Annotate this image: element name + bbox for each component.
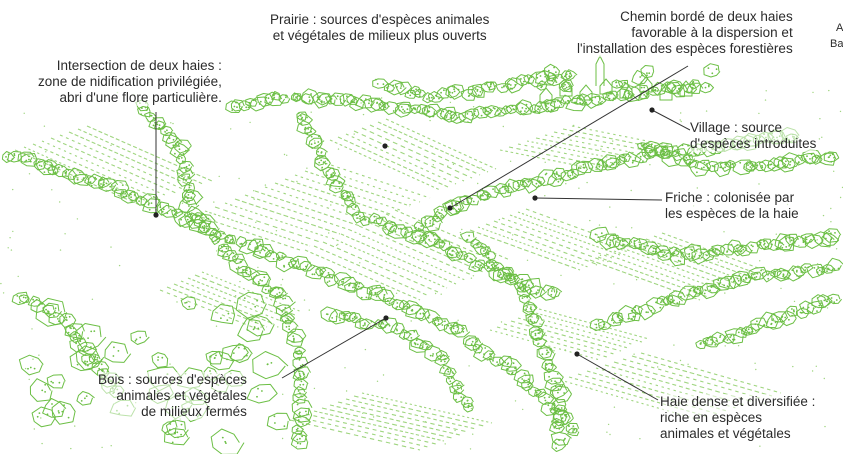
- dot-bois: [383, 315, 388, 320]
- label-intersection: Intersection de deux haies : zone de nid…: [38, 58, 222, 106]
- leader-friche: [535, 198, 662, 200]
- dot-haie: [574, 351, 579, 356]
- label-bois: Bois : sources d'espèces animales et vég…: [98, 372, 247, 420]
- dot-village: [649, 107, 654, 112]
- corner-text-2: Ba: [830, 38, 843, 50]
- dot-prairie: [382, 143, 387, 148]
- dot-chemin: [447, 205, 452, 210]
- label-friche: Friche : colonisée par les espèces de la…: [665, 190, 799, 222]
- label-prairie: Prairie : sources d'espèces animales et …: [270, 12, 489, 44]
- label-chemin: Chemin bordé de deux haies favorable à l…: [577, 9, 793, 57]
- leader-village: [652, 110, 690, 130]
- label-village: Village : source d'espèces introduites: [690, 120, 816, 152]
- marker-dots: [153, 107, 654, 356]
- dot-friche: [532, 195, 537, 200]
- corner-text-1: A: [836, 22, 843, 34]
- label-haie: Haie dense et diversifiée : riche en esp…: [660, 394, 815, 442]
- dot-intersection: [153, 212, 158, 217]
